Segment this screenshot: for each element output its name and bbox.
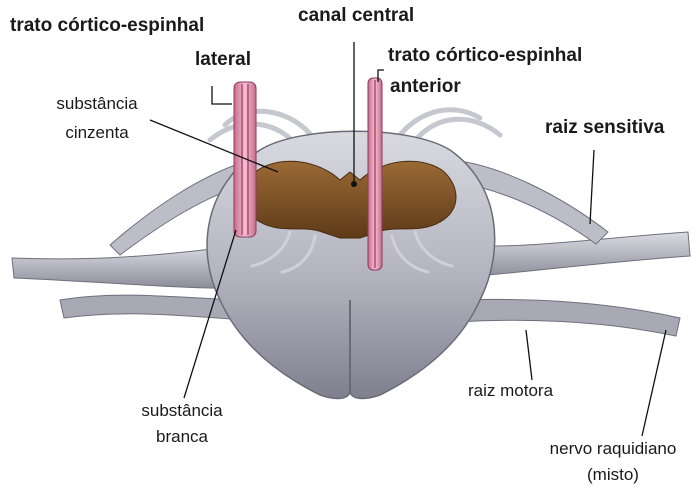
label-spinal-nerve-line2: (misto) [528, 466, 698, 485]
label-anterior-tract-line1: trato córtico-espinhal [388, 46, 582, 67]
leader-gray-matter [150, 120, 278, 172]
gray-matter [244, 161, 456, 238]
leader-motor-root [526, 330, 532, 380]
label-white-matter-line2: branca [126, 428, 238, 447]
lateral-corticospinal-tract [234, 82, 256, 237]
label-sensory-root: raiz sensitiva [545, 118, 664, 139]
leader-sensory-root [590, 150, 594, 224]
label-white-matter-line1: substância [126, 402, 238, 421]
label-central-canal: canal central [298, 6, 414, 27]
label-anterior-tract-line2: anterior [390, 77, 461, 98]
anterior-corticospinal-tract [368, 78, 382, 270]
label-gray-matter-line1: substância [38, 95, 156, 114]
label-gray-matter-line2: cinzenta [38, 124, 156, 143]
label-spinal-nerve-line1: nervo raquidiano [528, 440, 698, 459]
leader-spinal-nerve [642, 330, 666, 436]
label-lateral-tract-line2: lateral [195, 50, 251, 71]
label-motor-root: raiz motora [468, 382, 553, 401]
label-lateral-tract-line1: trato córtico-espinhal [10, 16, 204, 37]
leader-lateral-tract [212, 86, 232, 104]
